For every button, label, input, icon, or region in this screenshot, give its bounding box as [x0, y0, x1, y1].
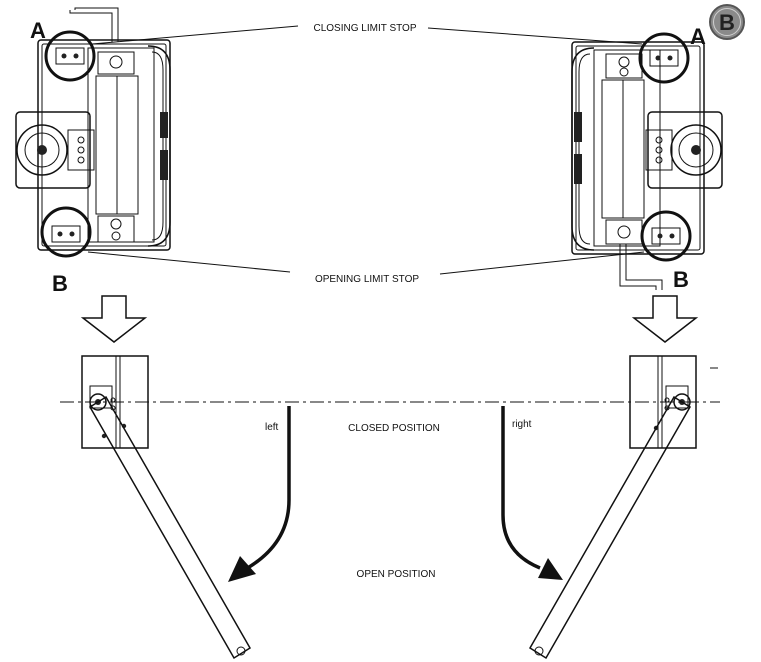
right-closing-stop-marker	[638, 32, 690, 84]
section-badge: B	[709, 4, 745, 40]
left-opening-stop-marker	[40, 206, 92, 258]
badge-letter: B	[719, 10, 735, 35]
closed-position-label: CLOSED POSITION	[348, 423, 440, 434]
right-direction-label: right	[512, 419, 532, 430]
closing-limit-stop-label: CLOSING LIMIT STOP	[314, 23, 417, 34]
left-direction-label: left	[265, 422, 279, 433]
down-arrow-right-icon	[631, 295, 699, 343]
leader-lines	[87, 25, 645, 275]
left-gate-arm-assembly	[81, 355, 252, 660]
marker-a-right: A	[690, 24, 706, 49]
opening-limit-stop-label: OPENING LIMIT STOP	[315, 274, 419, 285]
marker-b-right: B	[673, 267, 689, 292]
left-motor-unit	[15, 7, 171, 258]
right-rotation-arrow-icon	[501, 406, 563, 580]
right-opening-stop-marker	[640, 210, 692, 262]
right-gate-arm-assembly	[528, 355, 718, 660]
marker-a-left: A	[30, 18, 46, 43]
left-closing-stop-marker	[44, 30, 96, 82]
left-rotation-arrow-icon	[228, 406, 291, 582]
open-position-label: OPEN POSITION	[357, 569, 436, 580]
marker-b-left: B	[52, 271, 68, 296]
right-motor-unit	[571, 32, 723, 290]
down-arrow-left-icon	[80, 295, 148, 343]
